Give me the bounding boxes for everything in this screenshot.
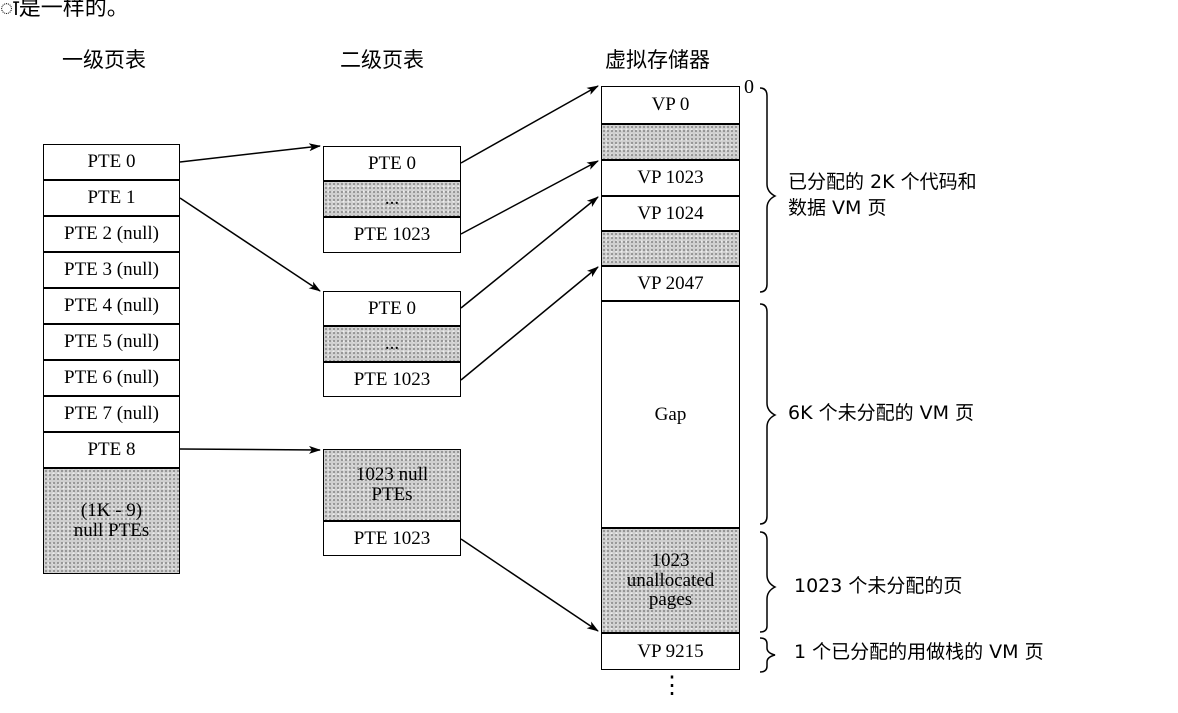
l2b-gap: ... — [323, 326, 461, 362]
vm-vp-1023: VP 1023 — [601, 160, 740, 196]
brace-stack-page — [759, 637, 776, 673]
vm-unalloc-line-2: unallocated — [626, 569, 715, 591]
annotation-code-data-line-2: 数据 VM 页 — [788, 196, 887, 219]
l1-pte-5: PTE 5 (null) — [43, 324, 180, 360]
l1-pte-1: PTE 1 — [43, 180, 180, 216]
arrow-l2c-pte1023-to-vp9215 — [460, 538, 599, 632]
vm-header: 虚拟存储器 — [605, 48, 710, 72]
arrow-l1pte1-to-l2b — [179, 197, 321, 292]
l2a-gap: ... — [323, 181, 461, 217]
vm-vp-1024: VP 1024 — [601, 196, 740, 231]
arrow-l1pte8-to-l2c — [179, 445, 321, 454]
annotation-stack-page: 1 个已分配的用做栈的 VM 页 — [794, 641, 1044, 663]
arrow-l2a-pte0-to-vp0 — [460, 85, 599, 164]
l2c-null-line-1: 1023 null — [355, 464, 429, 486]
vm-vp-9215: VP 9215 — [601, 633, 740, 670]
l1-pte-7: PTE 7 (null) — [43, 396, 180, 432]
vm-gap-block-1 — [601, 124, 740, 160]
l2a-pte-0: PTE 0 — [323, 146, 461, 181]
vm-gap: Gap — [601, 301, 740, 528]
vm-gap-block-2 — [601, 231, 740, 266]
l1-pte-3: PTE 3 (null) — [43, 252, 180, 288]
annotation-code-data: 已分配的 2K 个代码和 数据 VM 页 — [788, 170, 977, 221]
annotation-1023-unallocated: 1023 个未分配的页 — [794, 575, 963, 597]
l2a-pte-1023: PTE 1023 — [323, 217, 461, 253]
l2b-pte-1023: PTE 1023 — [323, 362, 461, 397]
vm-continuation-ellipsis: ⋮ — [660, 673, 684, 699]
arrow-l2a-pte1023-to-vp1023 — [460, 160, 599, 235]
vm-unallocated-pages: 1023 unallocated pages — [601, 528, 740, 633]
l2c-null-line-2: PTEs — [371, 484, 413, 505]
arrow-l1pte0-to-l2a — [179, 143, 321, 163]
l1-pte-2: PTE 2 (null) — [43, 216, 180, 252]
vm-vp-2047: VP 2047 — [601, 266, 740, 301]
l1-pte-6: PTE 6 (null) — [43, 360, 180, 396]
brace-1023-unallocated — [759, 531, 777, 633]
annotation-6k-unallocated: 6K 个未分配的 VM 页 — [788, 402, 975, 424]
l1-pte-4: PTE 4 (null) — [43, 288, 180, 324]
l2-table-header: 二级页表 — [340, 48, 424, 72]
vm-unalloc-line-3: pages — [648, 589, 693, 611]
brace-6k-gap — [759, 303, 777, 525]
vm-unalloc-line-1: 1023 — [651, 549, 690, 571]
page-text-fragment: ा是一样的。 — [0, 0, 129, 21]
l1-pte-0: PTE 0 — [43, 144, 180, 180]
l2c-pte-1023: PTE 1023 — [323, 521, 461, 556]
vm-address-zero: 0 — [744, 76, 754, 98]
l1-null-ptes-block: (1K - 9) null PTEs — [43, 468, 180, 574]
l1-pte-8: PTE 8 — [43, 432, 180, 468]
brace-code-data — [759, 87, 777, 293]
vm-vp-0: VP 0 — [601, 86, 740, 124]
l1-table-header: 一级页表 — [62, 48, 146, 72]
l2b-pte-0: PTE 0 — [323, 291, 461, 326]
arrow-l2b-pte0-to-vp1024 — [460, 196, 599, 309]
l2c-null-ptes: 1023 null PTEs — [323, 449, 461, 521]
l1-null-line-1: (1K - 9) — [80, 500, 143, 522]
annotation-code-data-line-1: 已分配的 2K 个代码和 — [788, 171, 977, 193]
l1-null-line-2: null PTEs — [73, 520, 150, 541]
arrow-l2b-pte1023-to-vp2047 — [460, 266, 599, 381]
